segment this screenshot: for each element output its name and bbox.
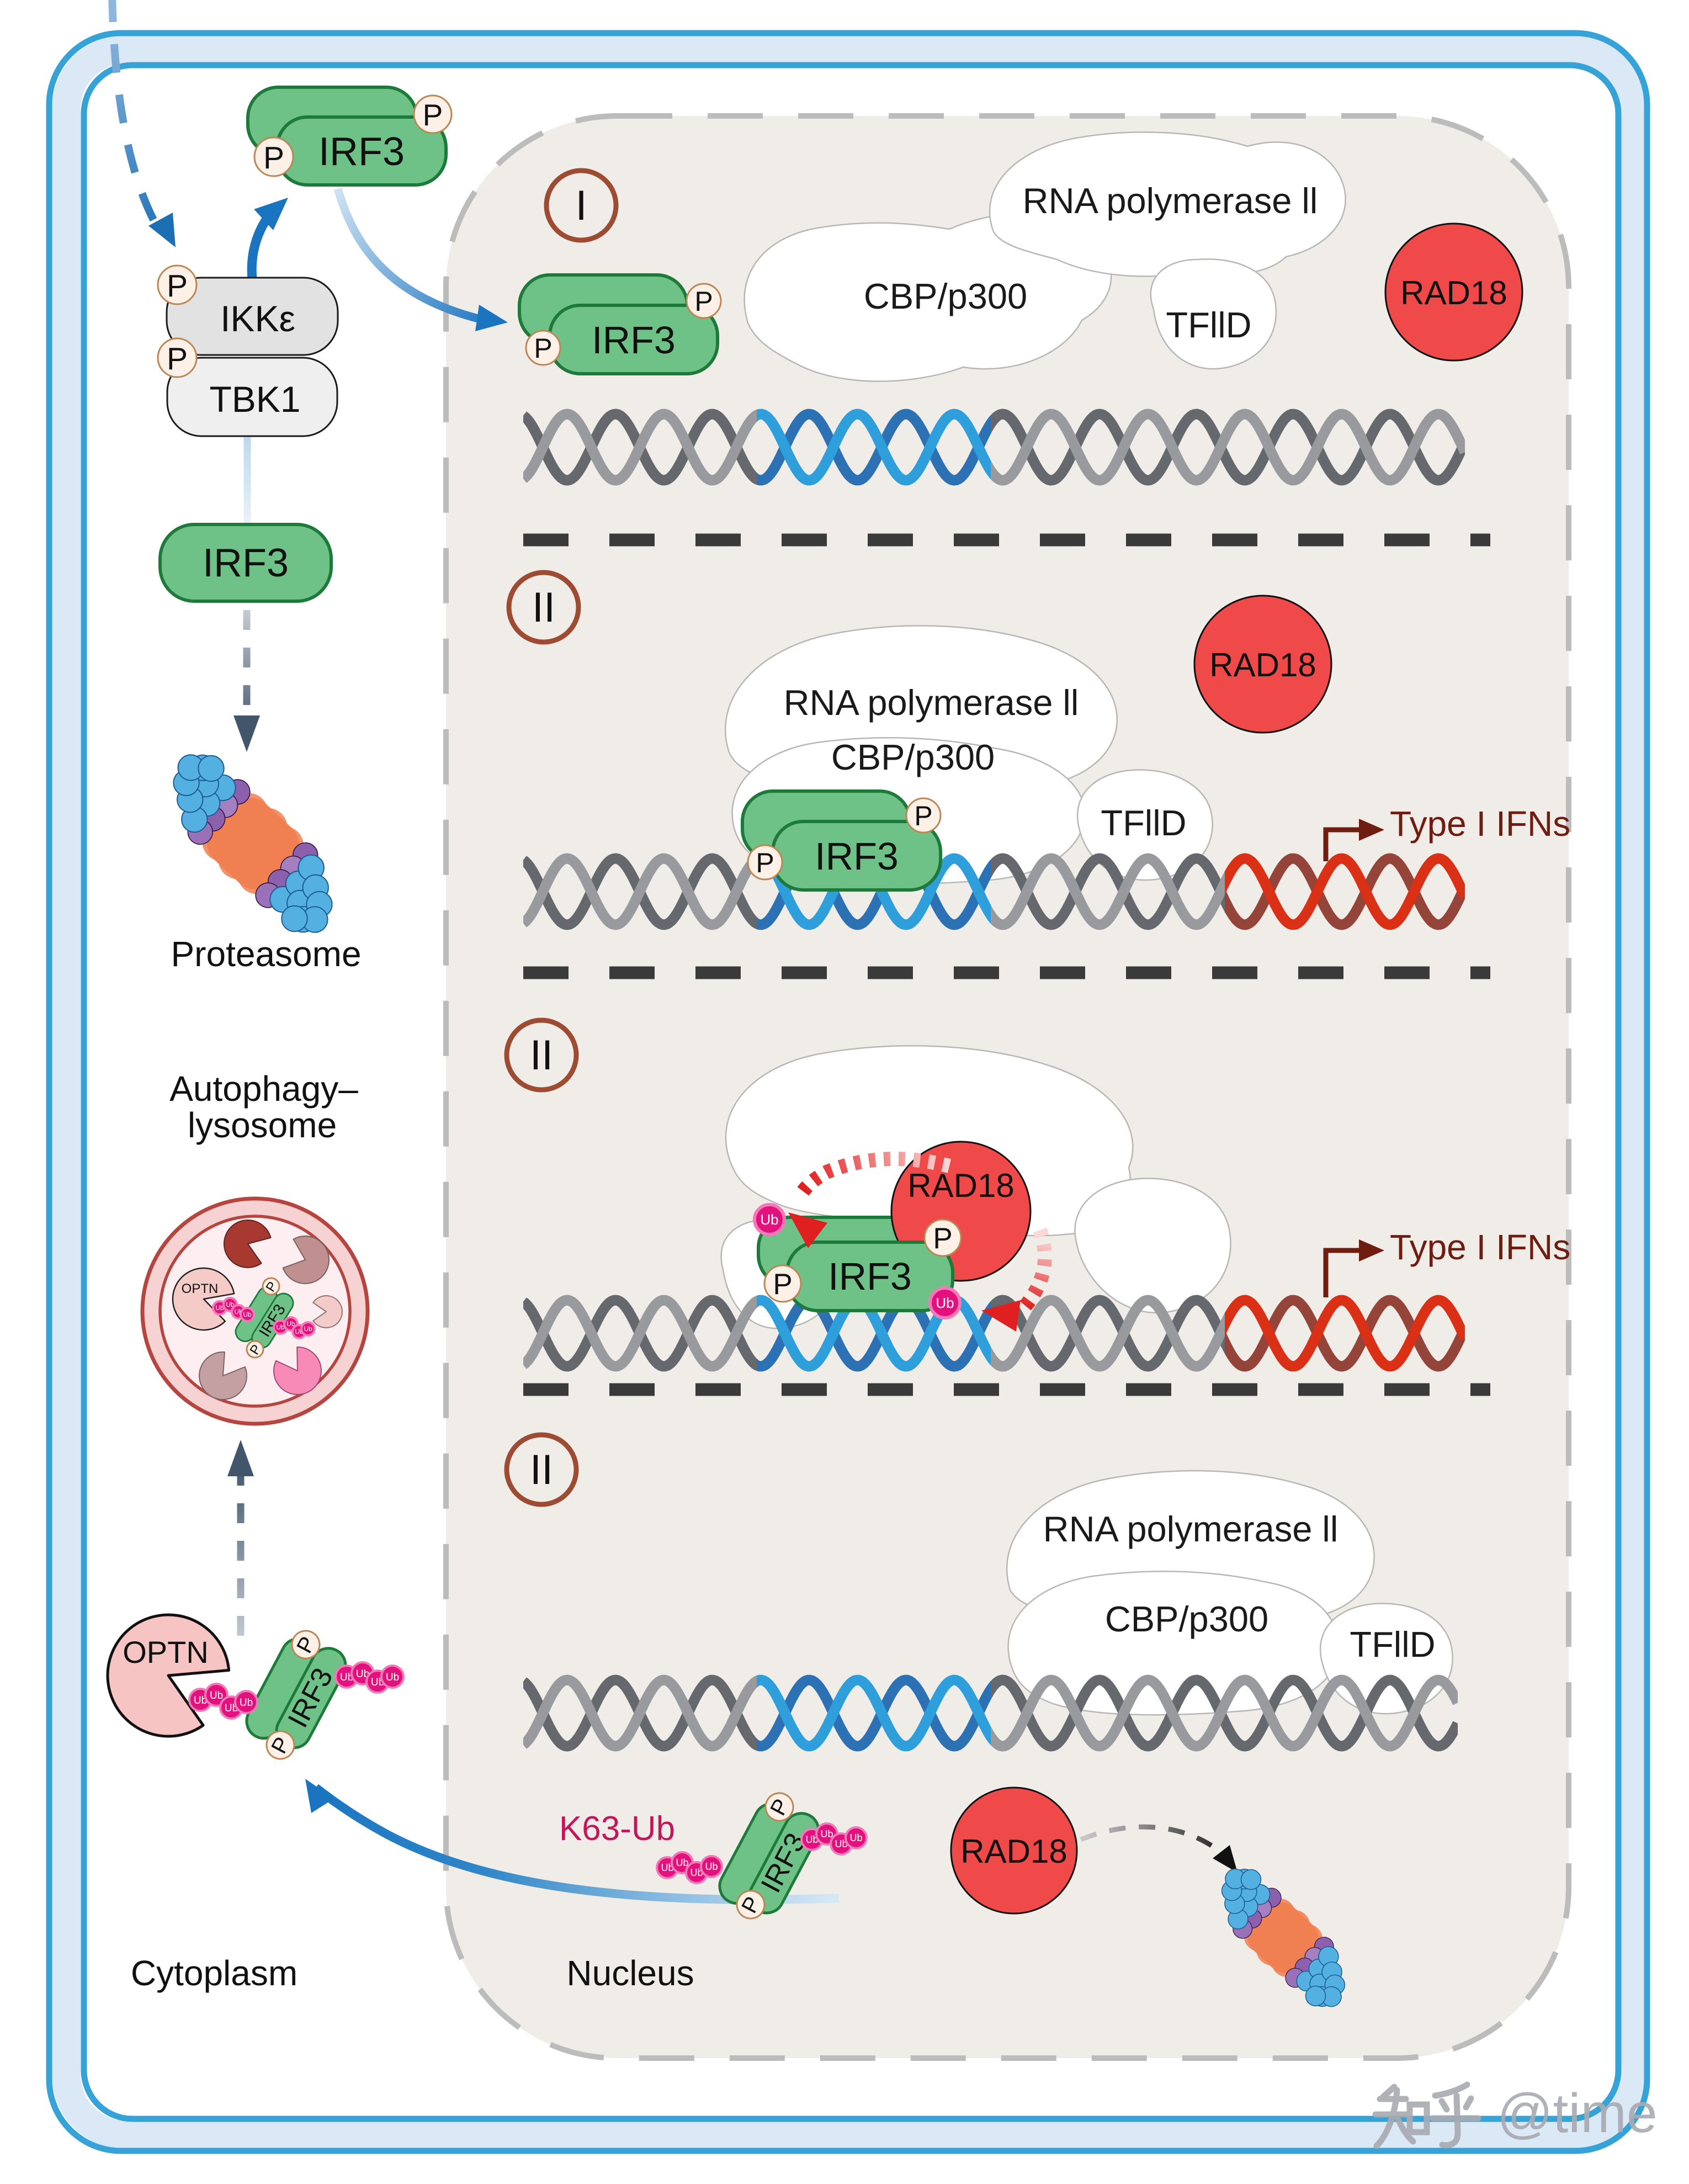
- svg-text:II: II: [530, 1032, 553, 1079]
- svg-text:II: II: [530, 1446, 553, 1493]
- svg-text:RNA polymerase ll: RNA polymerase ll: [1023, 181, 1318, 221]
- svg-text:P: P: [534, 333, 552, 364]
- svg-text:Ub: Ub: [820, 1828, 833, 1840]
- svg-text:P: P: [167, 268, 188, 304]
- svg-text:TFllD: TFllD: [1101, 803, 1186, 843]
- svg-text:P: P: [914, 801, 932, 831]
- svg-text:Ub: Ub: [805, 1834, 818, 1845]
- svg-text:TFllD: TFllD: [1166, 305, 1251, 345]
- svg-text:Ub: Ub: [835, 1838, 847, 1849]
- svg-text:Ub: Ub: [286, 1320, 295, 1328]
- svg-text:Type I IFNs: Type I IFNs: [1390, 1227, 1570, 1267]
- svg-text:Nucleus: Nucleus: [566, 1953, 694, 1993]
- svg-text:I: I: [575, 182, 587, 229]
- svg-text:IRF3: IRF3: [592, 319, 676, 362]
- svg-text:Ub: Ub: [849, 1832, 862, 1843]
- svg-text:RNA polymerase ll: RNA polymerase ll: [1043, 1509, 1339, 1549]
- svg-text:Ub: Ub: [340, 1672, 353, 1683]
- svg-text:Cytoplasm: Cytoplasm: [131, 1953, 298, 1993]
- svg-text:Ub: Ub: [676, 1857, 688, 1868]
- svg-text:Ub: Ub: [226, 1301, 235, 1308]
- svg-text:IKKε: IKKε: [220, 298, 295, 339]
- svg-text:Type I IFNs: Type I IFNs: [1390, 804, 1570, 844]
- svg-text:TFllD: TFllD: [1350, 1624, 1435, 1664]
- svg-text:IRF3: IRF3: [318, 130, 405, 174]
- svg-text:P: P: [167, 341, 188, 377]
- svg-text:Ub: Ub: [936, 1295, 954, 1311]
- svg-text:P: P: [694, 286, 713, 317]
- svg-text:OPTN: OPTN: [123, 1635, 209, 1669]
- svg-text:P: P: [933, 1222, 952, 1255]
- svg-text:Ub: Ub: [760, 1211, 778, 1228]
- svg-text:CBP/p300: CBP/p300: [831, 737, 995, 777]
- svg-text:Ub: Ub: [304, 1325, 312, 1333]
- svg-text:Ub: Ub: [240, 1697, 253, 1709]
- svg-text:K63-Ub: K63-Ub: [559, 1810, 675, 1848]
- svg-text:Ub: Ub: [705, 1861, 718, 1872]
- svg-text:RAD18: RAD18: [960, 1833, 1067, 1870]
- svg-text:Ub: Ub: [243, 1311, 252, 1318]
- svg-text:RAD18: RAD18: [1400, 274, 1507, 311]
- svg-text:RAD18: RAD18: [907, 1167, 1014, 1204]
- svg-text:OPTN: OPTN: [182, 1281, 219, 1296]
- svg-text:RAD18: RAD18: [1209, 646, 1316, 683]
- svg-text:Ub: Ub: [210, 1690, 223, 1701]
- svg-text:CBP/p300: CBP/p300: [1105, 1599, 1268, 1639]
- svg-text:RNA polymerase ll: RNA polymerase ll: [784, 682, 1079, 723]
- svg-text:IRF3: IRF3: [828, 1255, 912, 1298]
- svg-text:lysosome: lysosome: [188, 1105, 337, 1145]
- svg-text:Ub: Ub: [215, 1304, 224, 1312]
- svg-text:Ub: Ub: [356, 1668, 369, 1680]
- svg-text:Ub: Ub: [661, 1862, 673, 1873]
- svg-text:IRF3: IRF3: [203, 541, 289, 585]
- svg-text:II: II: [532, 584, 555, 631]
- svg-text:Ub: Ub: [194, 1695, 207, 1706]
- svg-text:TBK1: TBK1: [209, 379, 300, 420]
- svg-text:Ub: Ub: [276, 1323, 285, 1331]
- svg-text:@time: @time: [1497, 2082, 1657, 2144]
- svg-text:P: P: [423, 98, 443, 132]
- svg-text:Ub: Ub: [690, 1867, 703, 1878]
- svg-text:Proteasome: Proteasome: [171, 934, 361, 974]
- svg-text:P: P: [773, 1268, 792, 1301]
- svg-text:P: P: [263, 140, 284, 176]
- svg-text:P: P: [756, 847, 774, 878]
- svg-text:Autophagy–: Autophagy–: [169, 1069, 358, 1109]
- svg-text:IRF3: IRF3: [815, 835, 899, 878]
- svg-text:CBP/p300: CBP/p300: [864, 276, 1027, 316]
- svg-text:Ub: Ub: [386, 1672, 399, 1683]
